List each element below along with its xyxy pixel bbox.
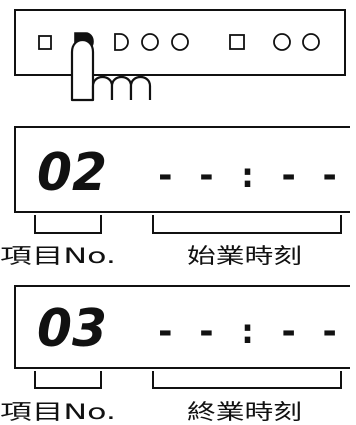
- keypad-button-4[interactable]: [141, 33, 159, 51]
- time-label-1: 始業時刻: [187, 244, 302, 268]
- time-value-1: - - : - -: [155, 155, 340, 196]
- keypad-button-5[interactable]: [171, 33, 189, 51]
- lcd-display-1: 02 - - : - - 項目No. 始業時刻: [0, 126, 350, 268]
- finger-press-icon: [70, 38, 152, 102]
- item-bracket-1: [34, 215, 102, 234]
- time-bracket-1: [152, 215, 342, 234]
- keypad-panel: [14, 9, 346, 102]
- lcd-display-2: 03 - - : - - 項目No. 終業時刻: [0, 285, 350, 424]
- item-number-1: 02: [37, 143, 107, 203]
- time-label-2: 終業時刻: [187, 400, 302, 424]
- keypad-button-7[interactable]: [273, 33, 291, 51]
- lcd-frame-2: [14, 285, 350, 369]
- item-label-2: 項目No.: [0, 400, 116, 424]
- item-bracket-2: [34, 371, 102, 389]
- time-bracket-2: [152, 371, 342, 389]
- time-value-2: - - : - -: [155, 311, 340, 352]
- keypad-frame: [14, 9, 346, 76]
- keypad-button-3[interactable]: [114, 33, 129, 51]
- item-number-2: 03: [37, 299, 107, 359]
- keypad-button-1[interactable]: [38, 35, 52, 50]
- lcd-frame-1: [14, 126, 350, 213]
- keypad-button-6[interactable]: [229, 34, 245, 50]
- item-label-1: 項目No.: [0, 244, 116, 268]
- keypad-button-8[interactable]: [302, 33, 320, 51]
